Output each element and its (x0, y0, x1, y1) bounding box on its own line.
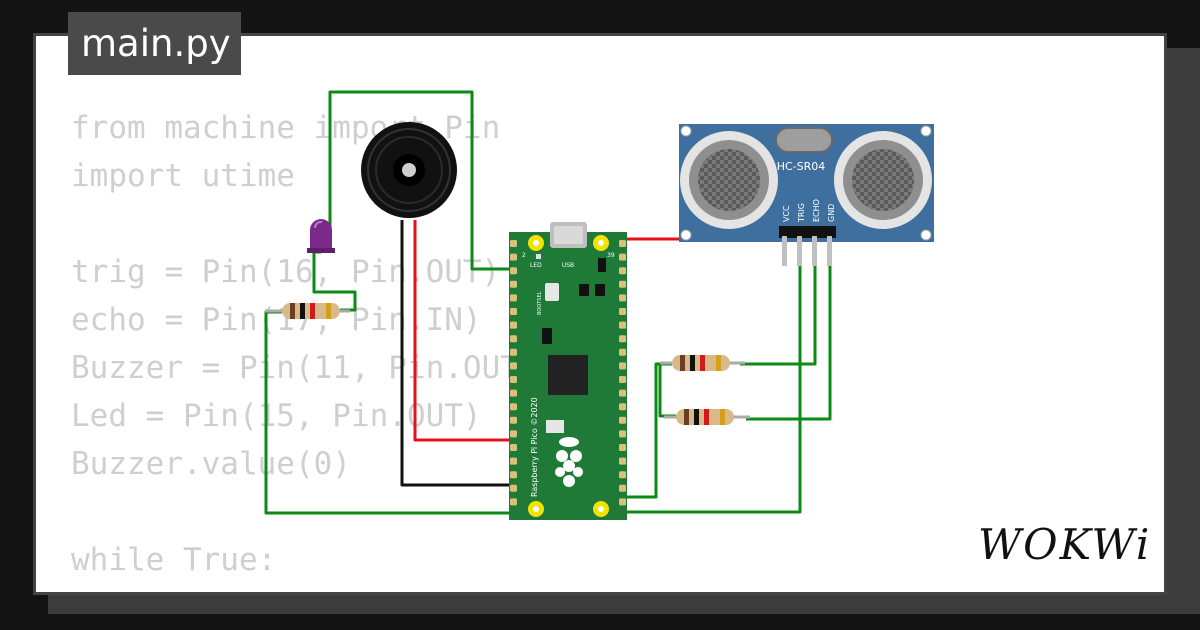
pico-pin (510, 376, 517, 383)
pico-pin (510, 253, 517, 261)
pico-pin (510, 430, 517, 438)
wire-buzzer-ground (400, 220, 512, 487)
wire-sensor-vcc (618, 237, 786, 266)
buzzer (361, 122, 457, 218)
pico-pin (510, 294, 517, 302)
sensor-pin-echo: ECHO (812, 199, 821, 222)
pico-pin (619, 457, 626, 465)
pico-pin (619, 280, 626, 288)
pico-pin (619, 240, 626, 247)
led-label: LED (530, 262, 542, 269)
pico-pin (619, 376, 626, 383)
bootsel-label: BOOTSEL (537, 291, 543, 315)
resistor-led (265, 303, 350, 319)
hc-sr04-sensor: HC-SR04 VCC TRIG ECHO GND (679, 124, 934, 266)
pico-pin (510, 389, 517, 397)
pico-board: USB 2 39 LED BOOTSEL Raspberry Pi Pico ©… (509, 222, 627, 520)
pico-pin (510, 444, 517, 451)
pico-pin (510, 308, 517, 315)
pico-pin (619, 335, 626, 343)
pico-pin (510, 240, 517, 247)
pico-pin (619, 321, 626, 329)
pico-pin (510, 403, 517, 411)
transducer-right (834, 131, 932, 229)
pico-pin (619, 362, 626, 370)
wokwi-logo: WOKWi (978, 520, 1152, 569)
pico-pin (510, 348, 517, 356)
wire-sensor-gnd (746, 240, 832, 421)
pico-pin (619, 294, 626, 302)
code-line: trig = Pin(16, Pin.OUT) (71, 254, 501, 290)
code-line: Buzzer.value(0) (71, 446, 351, 482)
sensor-model: HC-SR04 (777, 160, 826, 173)
code-line: Led = Pin(15, Pin.OUT) (71, 398, 482, 434)
wire-sensor-echo (740, 240, 817, 366)
pico-pin (510, 471, 517, 479)
resistor-echo (660, 355, 745, 371)
led (307, 219, 335, 253)
pico-pin (510, 457, 517, 465)
pico-pin (510, 484, 517, 492)
wire-resistor-to-pico (264, 310, 512, 515)
pico-pin (619, 484, 626, 492)
pico-pin (510, 498, 517, 506)
pico-pin (510, 280, 517, 288)
pico-pin (510, 362, 517, 370)
pico-pin (619, 498, 626, 506)
pico-pin (510, 335, 517, 343)
pico-pin (619, 253, 626, 261)
pin2-label: 2 (522, 252, 526, 259)
pico-silkscreen: Raspberry Pi Pico ©2020 (530, 397, 539, 497)
sensor-pin-trig: TRIG (797, 203, 806, 223)
pico-pin (619, 389, 626, 397)
wire-divider-link (658, 362, 676, 418)
wire-sensor-trig (618, 240, 802, 514)
pico-pin (619, 430, 626, 438)
pico-pin (619, 444, 626, 451)
pico-pin (619, 348, 626, 356)
code-line: while True: (71, 542, 277, 578)
pico-pin (510, 321, 517, 329)
sensor-pin-vcc: VCC (782, 205, 791, 222)
resistor-gnd (664, 409, 750, 425)
pin39-label: 39 (607, 252, 615, 259)
pico-pin (619, 471, 626, 479)
pico-pin (510, 267, 517, 275)
sensor-pin-gnd: GND (827, 204, 836, 222)
pico-pin (510, 416, 517, 424)
wire-buzzer-positive (413, 220, 512, 442)
pico-pin (619, 267, 626, 275)
pico-pin (619, 308, 626, 315)
wire-led-to-resistor (312, 250, 357, 312)
usb-label: USB (562, 262, 574, 269)
code-line: trig.value(0) (71, 584, 538, 592)
pico-pin (619, 403, 626, 411)
file-tab[interactable]: main.py (68, 12, 241, 75)
raspberry-logo-icon (555, 437, 583, 487)
transducer-left (680, 131, 778, 229)
code-line: import utime (71, 158, 295, 194)
pico-pin (619, 416, 626, 424)
